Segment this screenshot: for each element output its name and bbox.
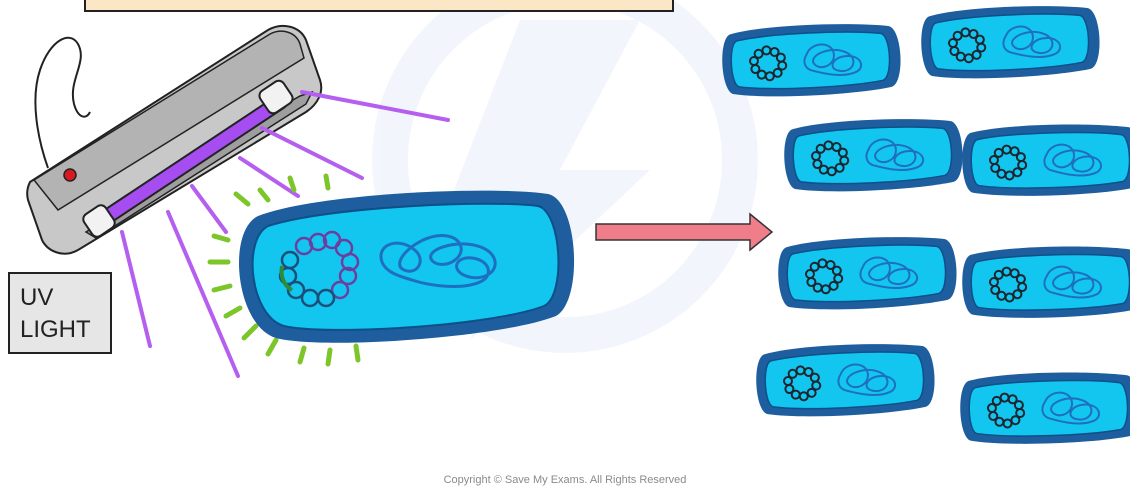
bacterium-icon	[753, 339, 938, 422]
bacterium-icon	[918, 1, 1103, 84]
lamp-cord	[34, 36, 91, 169]
bacterium-icon	[207, 173, 575, 367]
plasmid-icon	[278, 230, 360, 308]
bacterium-icon	[960, 120, 1130, 200]
bacteria-population	[719, 1, 1130, 448]
chromosome-icon	[379, 234, 497, 288]
tube-end-left	[82, 204, 116, 238]
uv-light-label: UV LIGHT	[8, 272, 112, 354]
uv-label-line2: LIGHT	[20, 316, 91, 343]
power-button	[63, 168, 77, 182]
uv-rays	[120, 90, 450, 378]
cytoplasm	[251, 202, 560, 331]
tube-end-right	[258, 79, 294, 115]
glow-lines	[207, 173, 361, 367]
arrow-right-icon	[595, 212, 774, 252]
watermark-logo	[372, 0, 758, 353]
bacterium-icon	[958, 368, 1130, 448]
lamp-top-panel	[32, 30, 305, 211]
copyright-notice: Copyright © Save My Exams. All Rights Re…	[443, 474, 687, 486]
bacterium-icon	[960, 242, 1130, 322]
uv-label-line1: UV	[20, 284, 54, 311]
bacterium-icon	[775, 232, 960, 315]
bacterium-icon	[719, 19, 904, 102]
uv-lamp-icon	[26, 24, 323, 255]
bacterium-icon	[781, 114, 966, 197]
heading-box	[84, 0, 674, 12]
